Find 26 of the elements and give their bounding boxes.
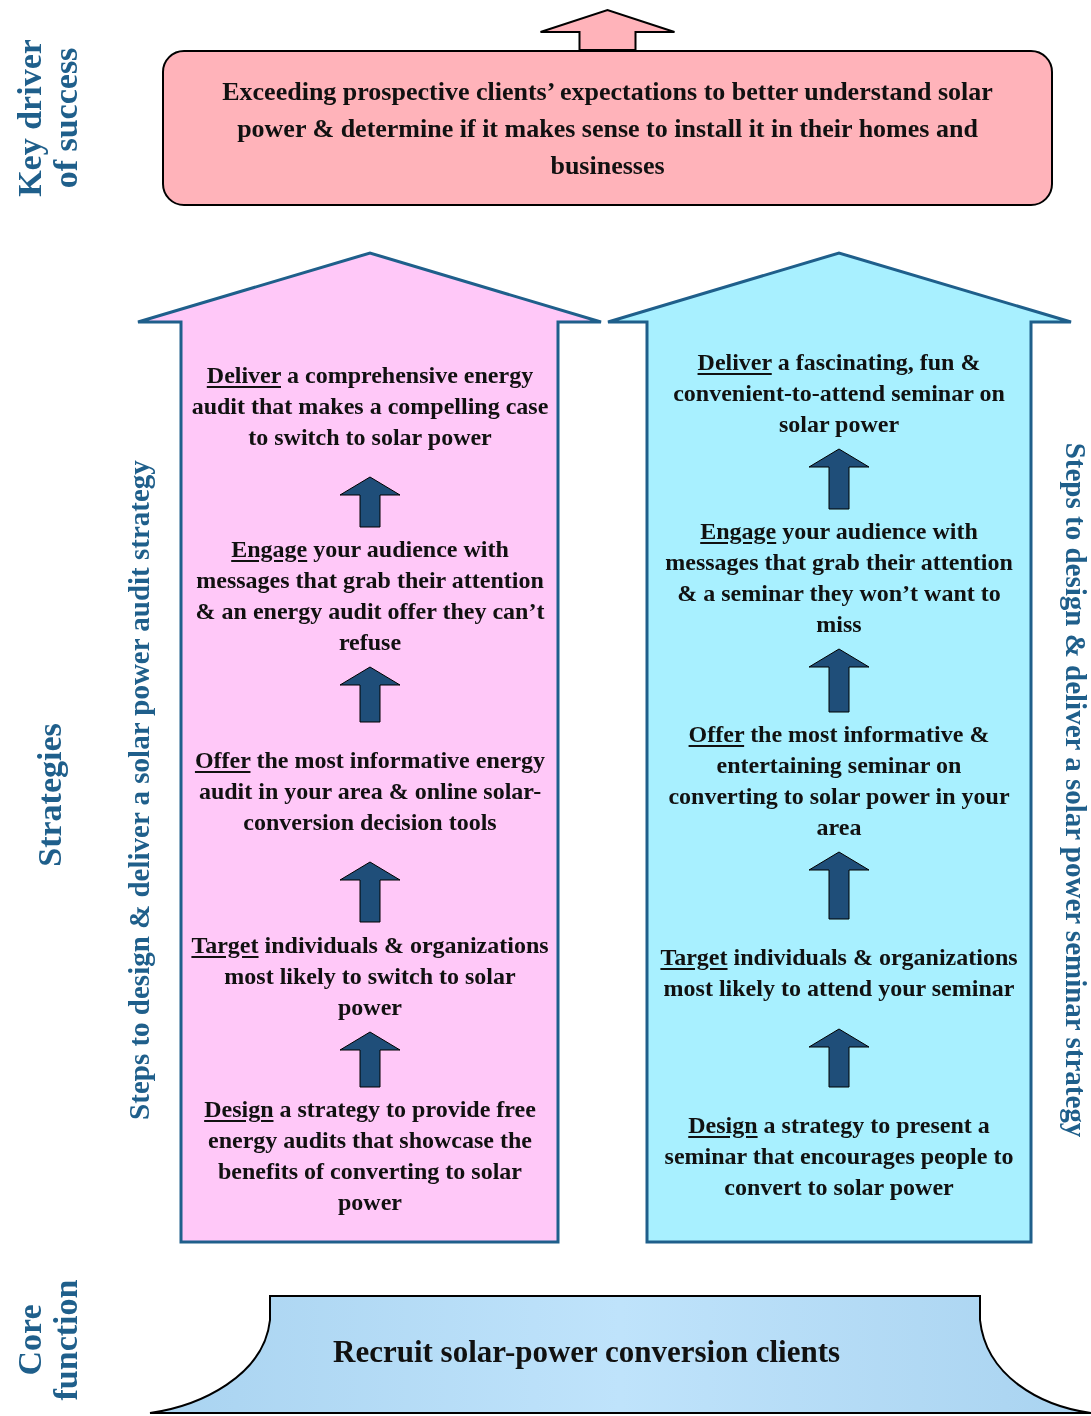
arrow bbox=[339, 666, 401, 723]
step-text: Design a strategy to present a seminar that encourages people to convert to solar power bbox=[663, 1110, 1015, 1202]
arrow bbox=[339, 861, 401, 923]
step-text: Deliver a fascinating, fun & convenient-to-attend seminar on solar power bbox=[672, 347, 1006, 439]
step-text: Target individuals & organizations most likely to switch to solar power bbox=[190, 930, 550, 1022]
step-text: Design a strategy to provide free energy audits that showcase the benefits of converting to solar power bbox=[203, 1095, 537, 1217]
goal-box: Exceeding prospective clients’ expectations to better understand solar power & determine if it makes sense to install it in their homes and businesses bbox=[162, 50, 1053, 206]
section-label: Key driver of success bbox=[10, 38, 85, 199]
step-text: Engage your audience with messages that grab their attention & an energy audit offer they can’t refuse bbox=[194, 535, 546, 657]
core-function-text: Recruit solar-power conversion clients bbox=[333, 1334, 841, 1370]
step-text: Engage your audience with messages that grab their attention & a seminar they won’t want to miss bbox=[664, 517, 1014, 639]
arrow bbox=[339, 476, 401, 528]
step-text: Offer the most informative & entertaining seminar on converting to solar power in your area bbox=[667, 720, 1011, 842]
arrow bbox=[808, 648, 870, 713]
arrow bbox=[339, 1031, 401, 1088]
arrow bbox=[808, 851, 870, 920]
vertical-heading: Steps to design & deliver a solar power audit strategy bbox=[121, 459, 156, 1122]
arrow bbox=[808, 448, 870, 510]
arrow bbox=[539, 8, 676, 51]
section-label: Core function bbox=[10, 1278, 85, 1403]
step-text: Target individuals & organizations most likely to attend your seminar bbox=[659, 943, 1019, 1003]
step-text: Deliver a comprehensive energy audit that makes a compelling case to switch to solar power bbox=[190, 360, 550, 452]
vertical-heading: Steps to design & deliver a solar power seminar strategy bbox=[1058, 441, 1091, 1140]
step-text: Offer the most informative energy audit in your area & online solar-conversion decision tools bbox=[193, 745, 547, 837]
section-label: Strategies bbox=[30, 722, 69, 869]
arrow bbox=[808, 1028, 870, 1088]
